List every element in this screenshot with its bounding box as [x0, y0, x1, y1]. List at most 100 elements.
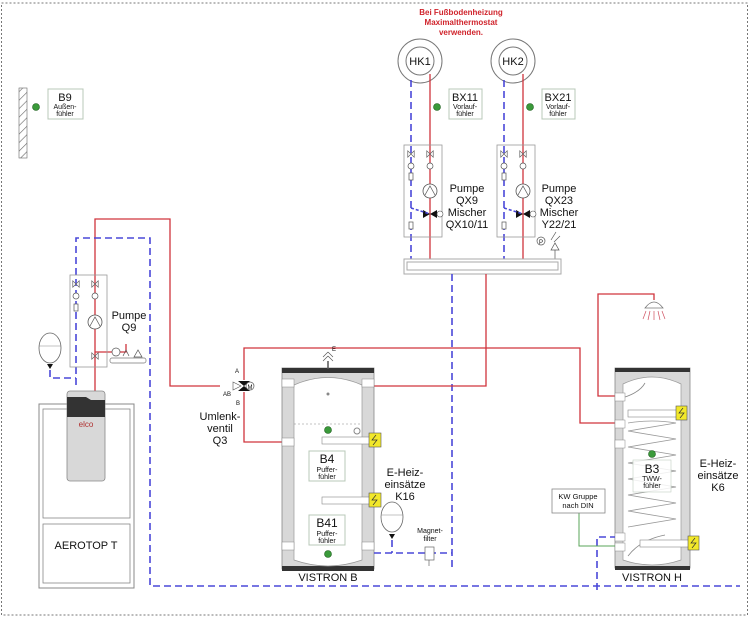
svg-text:fühler: fühler	[456, 111, 474, 118]
motor-icon	[245, 381, 255, 391]
buffer-charge-pipe	[243, 392, 285, 443]
svg-text:KW Gruppe: KW Gruppe	[558, 492, 597, 501]
sensor-icon	[324, 426, 332, 434]
dhw-tank-vistron-h	[614, 367, 693, 570]
sensor-icon	[433, 103, 441, 111]
svg-text:fühler: fühler	[318, 538, 336, 545]
cold-water-pipe	[578, 512, 615, 547]
motor-icon	[529, 210, 537, 218]
svg-text:filter: filter	[423, 536, 437, 543]
svg-text:M: M	[248, 385, 253, 391]
check-valve-icon	[408, 172, 414, 181]
diverter-valve-q3: M A AB B	[223, 369, 255, 407]
floor-heating-note: Bei Fußbodenheizung Maximalthermostat ve…	[419, 8, 503, 37]
svg-text:Maximalthermostat: Maximalthermostat	[425, 18, 498, 27]
mixing-valve-icon	[516, 210, 530, 218]
sensor-bx11: BX11 Vorlauf- fühler	[433, 88, 483, 120]
pump-icon	[422, 183, 438, 199]
pressure-gauge: P	[536, 231, 561, 262]
svg-text:Pumpe: Pumpe	[450, 183, 485, 195]
heater-label-k16: E-Heiz- einsätze K16	[385, 467, 426, 503]
svg-text:fühler: fühler	[549, 111, 567, 118]
pressure-gauge-icon	[111, 347, 121, 357]
safety-group-pipe	[95, 344, 127, 353]
diverter-label-q3: Umlenk- ventil Q3	[200, 411, 241, 447]
air-vent-icon	[322, 351, 334, 362]
check-valve-icon	[501, 221, 507, 230]
svg-text:Vorlauf-: Vorlauf-	[453, 104, 478, 111]
heat-pump-aerotop-t: AEROTOP T elco	[38, 390, 135, 589]
svg-text:E: E	[332, 347, 336, 353]
sensor-b9: B9 Außen- fühler	[18, 87, 84, 159]
sensor-b4: B4 Puffer- fühler	[308, 426, 346, 482]
svg-text:K6: K6	[711, 482, 724, 494]
heatpump-return-pipe	[75, 237, 740, 587]
svg-text:Pumpe: Pumpe	[542, 183, 577, 195]
buffer-tank-label: VISTRON B	[298, 572, 357, 584]
expansion-vessel-buffer	[380, 501, 404, 539]
mixing-valve-icon	[423, 210, 437, 218]
svg-text:QX9: QX9	[456, 195, 478, 207]
pump-icon	[515, 183, 531, 199]
heating-element	[627, 409, 679, 418]
heating-element	[639, 539, 693, 548]
svg-text:verwenden.: verwenden.	[439, 28, 483, 37]
heatpump-flow-pipe	[94, 218, 220, 392]
svg-text:Q3: Q3	[213, 435, 228, 447]
wall-icon	[18, 87, 28, 159]
svg-text:Umlenk-: Umlenk-	[200, 411, 241, 423]
svg-text:BX21: BX21	[545, 92, 572, 104]
svg-text:B: B	[236, 401, 240, 407]
svg-text:E-Heiz-: E-Heiz-	[700, 458, 737, 470]
magnet-filter: Magnet- filter	[417, 528, 444, 566]
svg-text:Außen-: Außen-	[54, 104, 78, 111]
brand-logo: elco	[79, 420, 94, 429]
svg-text:A: A	[235, 369, 239, 375]
thermometer-icon	[519, 162, 527, 170]
svg-text:HK1: HK1	[409, 56, 430, 68]
hot-water-outlet-pipe	[597, 293, 655, 397]
safety-valve-icon	[133, 349, 143, 358]
heater-k16	[368, 432, 382, 508]
dhw-coil-return-pipe	[596, 536, 615, 590]
thermometer-icon	[72, 292, 80, 300]
svg-text:E-Heiz-: E-Heiz-	[387, 467, 424, 479]
sensor-b41: B41 Puffer- fühler	[308, 514, 346, 558]
pump-label-qx23: Pumpe QX23 Mischer Y22/21	[540, 183, 579, 231]
check-valve-icon	[408, 221, 414, 230]
sensor-icon	[526, 103, 534, 111]
pump-label-qx9: Pumpe QX9 Mischer QX10/11	[446, 183, 489, 231]
svg-text:AB: AB	[223, 392, 231, 398]
svg-text:Mischer: Mischer	[540, 207, 579, 219]
motor-icon	[436, 210, 444, 218]
svg-text:Mischer: Mischer	[448, 207, 487, 219]
pump-label-q9: Pumpe Q9	[112, 310, 147, 334]
buffer-return-pipe	[374, 540, 452, 554]
svg-text:K16: K16	[395, 491, 415, 503]
svg-text:fühler: fühler	[318, 474, 336, 481]
sensor-b3: B3 TWW- fühler	[632, 450, 672, 493]
svg-text:TWW-: TWW-	[642, 476, 662, 483]
svg-text:B3: B3	[645, 462, 660, 476]
svg-text:ventil: ventil	[207, 423, 233, 435]
svg-text:P: P	[539, 240, 543, 246]
pump-group-q9	[69, 274, 108, 368]
pump-icon	[87, 314, 103, 330]
svg-text:QX10/11: QX10/11	[446, 219, 489, 231]
shower-icon	[642, 301, 666, 321]
svg-text:Magnet-: Magnet-	[417, 528, 443, 535]
sensor-icon	[32, 103, 40, 111]
svg-text:B41: B41	[316, 516, 338, 530]
thermometer-icon	[426, 162, 434, 170]
mixing-group-hk2	[496, 144, 537, 238]
check-valve-icon	[73, 303, 79, 312]
heater-k6-icons	[675, 405, 700, 551]
heater-label-k6: E-Heiz- einsätze K6	[698, 458, 739, 494]
svg-text:Pumpe: Pumpe	[112, 310, 147, 322]
svg-text:einsätze: einsätze	[385, 479, 426, 491]
sensor-icon	[648, 450, 656, 458]
svg-text:Puffer-: Puffer-	[317, 531, 339, 538]
thermometer-icon	[91, 292, 99, 300]
heating-circuit-hk1: HK1	[397, 38, 443, 84]
